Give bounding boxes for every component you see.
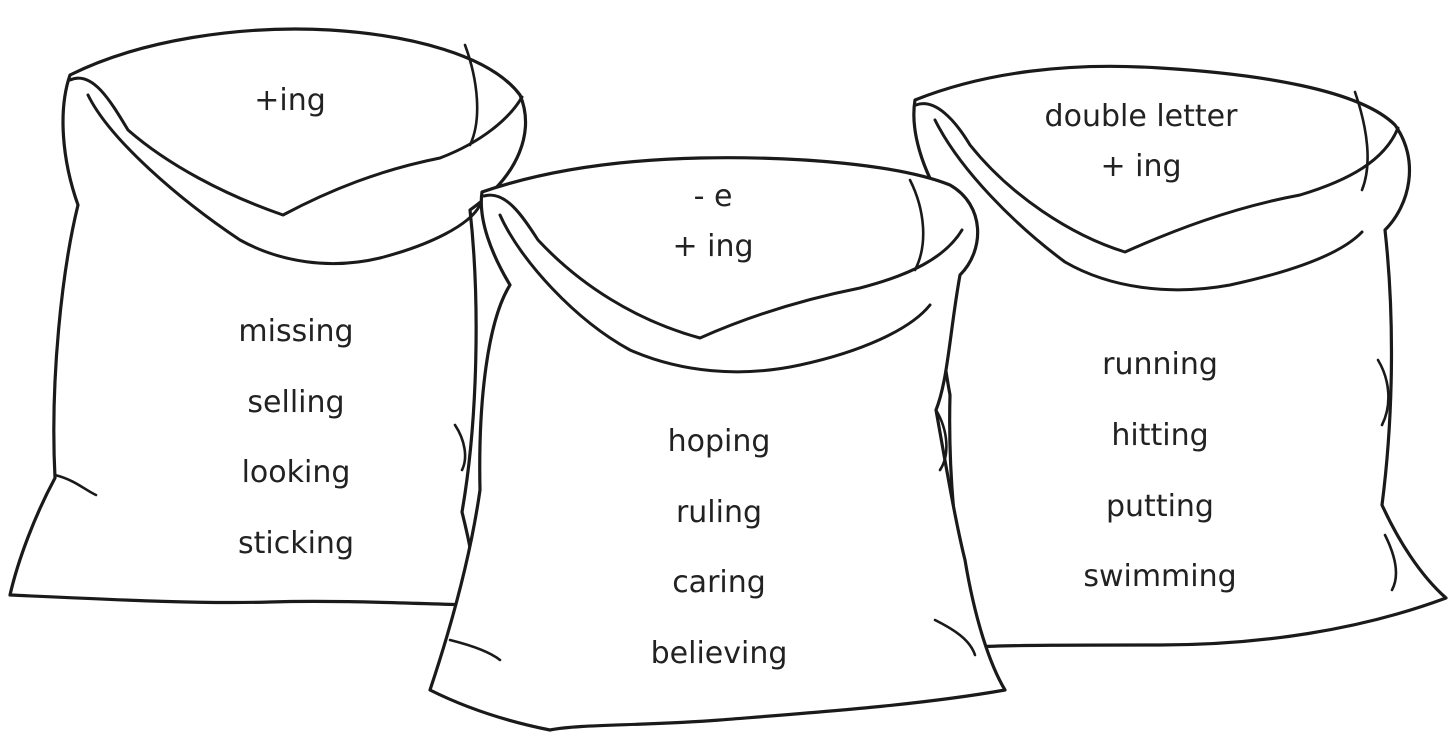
sack-3-word-2: hitting: [1111, 418, 1208, 453]
sack-2-word-2: ruling: [676, 495, 762, 530]
sack-2-word-4: believing: [651, 636, 788, 671]
sack-3-heading-line-2: + ing: [1100, 149, 1181, 184]
sack-3-word-3: putting: [1106, 489, 1214, 524]
sack-1: +ing missing selling looking sticking: [10, 29, 526, 605]
sack-1-word-2: selling: [247, 385, 344, 420]
sack-1-heading-line-1: +ing: [254, 83, 326, 118]
sack-2-word-3: caring: [672, 565, 766, 600]
sack-1-word-1: missing: [238, 314, 353, 349]
sack-3-heading-line-1: double letter: [1045, 99, 1239, 134]
sack-2-heading-line-2: + ing: [672, 229, 753, 264]
sack-1-word-3: looking: [242, 455, 351, 490]
sack-2-heading-line-1: - e: [694, 179, 733, 214]
sack-3-word-1: running: [1102, 347, 1218, 382]
sack-2-word-1: hoping: [668, 424, 771, 459]
sack-3: double letter + ing running hitting putt…: [914, 66, 1446, 647]
sack-1-word-4: sticking: [238, 526, 354, 561]
sack-2: - e + ing hoping ruling caring believing: [430, 158, 1005, 730]
sack-3-word-4: swimming: [1083, 559, 1236, 594]
sack-1-heading: +ing: [254, 83, 326, 118]
